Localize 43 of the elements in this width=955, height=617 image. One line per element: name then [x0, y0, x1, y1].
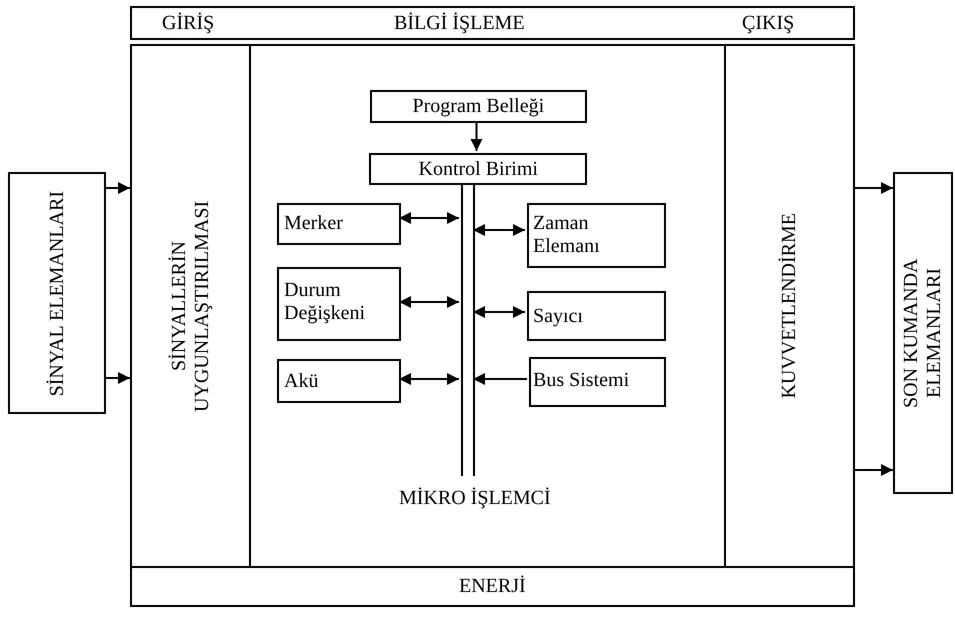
- box-label: ÇIKIŞ: [742, 12, 794, 35]
- process-box: [277, 203, 401, 245]
- arrow: [473, 306, 525, 318]
- box-label: Merker: [284, 212, 343, 235]
- arrow: [855, 182, 893, 194]
- bus-line: [461, 185, 475, 476]
- box-label: SON KUMANDA ELEMANLARI: [900, 257, 946, 410]
- arrow: [106, 372, 130, 384]
- output-box: [893, 172, 953, 494]
- arrow: [473, 373, 527, 385]
- input-box: [8, 172, 106, 414]
- arrow: [470, 121, 482, 151]
- footer-band: [130, 566, 855, 607]
- arrow: [399, 296, 459, 308]
- process-box: [527, 291, 666, 341]
- process-box: [529, 357, 666, 407]
- process-box: [277, 359, 401, 403]
- arrow: [399, 373, 459, 385]
- process-box: [527, 203, 666, 268]
- box-label: Program Belleği: [412, 95, 544, 118]
- arrow: [399, 212, 459, 224]
- box-label: BİLGİ İŞLEME: [394, 12, 525, 35]
- arrow: [473, 224, 525, 236]
- box-label: KUVVETLENDİRME: [778, 213, 801, 399]
- box-label: Durum Değişkeni: [284, 279, 366, 325]
- box-label: Akü: [284, 370, 318, 393]
- arrow: [106, 182, 130, 194]
- box-label: SİNYAL ELEMANLARI: [46, 190, 68, 396]
- box-label: GİRİŞ: [162, 12, 214, 35]
- arrow: [855, 464, 893, 476]
- box-label: Zaman Elemanı: [533, 212, 601, 258]
- box-label: Bus Sistemi: [533, 369, 630, 392]
- box-label: Sayıcı: [533, 305, 583, 328]
- process-box: [370, 90, 587, 123]
- box-label: Kontrol Birimi: [418, 158, 538, 180]
- column-panel: [724, 44, 855, 568]
- header-band: [130, 6, 855, 40]
- box-label: ENERJİ: [459, 575, 526, 598]
- process-box: [277, 267, 401, 341]
- box-label: SİNYALLERİN UYGUNLAŞTIRILMASI: [168, 199, 214, 414]
- box-label: MİKRO İŞLEMCİ: [399, 487, 551, 510]
- column-panel: [130, 44, 251, 568]
- process-box: [369, 153, 587, 185]
